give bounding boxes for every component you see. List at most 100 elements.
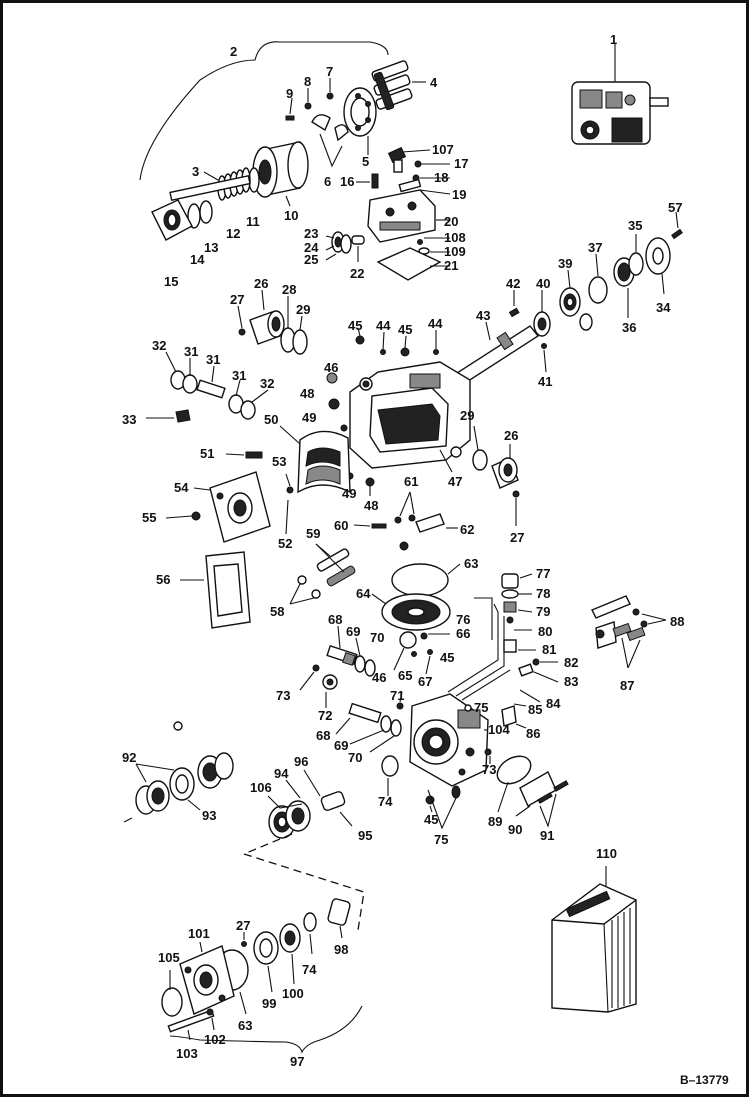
part-42-key	[508, 307, 520, 318]
callout-73a: 73	[276, 688, 290, 703]
callout-64: 64	[356, 586, 371, 601]
part-108-ball	[417, 239, 423, 245]
callout-78: 78	[536, 586, 550, 601]
callout-7: 7	[326, 64, 333, 79]
part-10-cylinder-block	[252, 141, 309, 207]
callout-17: 17	[454, 156, 468, 171]
callout-2: 2	[230, 44, 237, 59]
callout-27c: 27	[236, 918, 250, 933]
part-83-plug	[518, 663, 534, 677]
callout-62: 62	[460, 522, 474, 537]
callout-88: 88	[670, 614, 684, 629]
part-91-bolt-a	[537, 792, 553, 804]
part-106-bearing	[268, 800, 311, 839]
part-45-plug-b	[400, 347, 410, 357]
part-55-plug	[191, 511, 201, 521]
part-71-pin	[396, 702, 404, 710]
callout-26b: 26	[504, 428, 518, 443]
callout-63a: 63	[464, 556, 478, 571]
callout-4: 4	[430, 75, 438, 90]
callout-97: 97	[290, 1054, 304, 1069]
callout-109: 109	[444, 244, 466, 259]
part-33-plug	[175, 409, 191, 423]
part-95-bushing	[320, 791, 346, 811]
callout-89: 89	[488, 814, 502, 829]
part-92-pin	[173, 721, 183, 731]
callout-95: 95	[358, 828, 372, 843]
callout-94: 94	[274, 766, 289, 781]
callout-48b: 48	[364, 498, 378, 513]
part-57-screw	[671, 228, 683, 240]
part-101-cover	[179, 941, 235, 1015]
part-29-ring	[292, 329, 308, 355]
leader-76	[474, 597, 493, 640]
callout-49b: 49	[342, 486, 356, 501]
callout-43: 43	[476, 308, 490, 323]
part-98-bushing	[327, 898, 351, 926]
callout-24: 24	[304, 240, 319, 255]
part-82-pin	[532, 658, 540, 666]
part-27-bolt-c	[241, 941, 247, 947]
callout-65: 65	[398, 668, 412, 683]
callout-21: 21	[444, 258, 458, 273]
part-44-ball-a	[380, 349, 386, 355]
leader-75	[427, 789, 457, 830]
part-89-gasket	[496, 755, 532, 785]
part-68-relief-valve-b	[335, 702, 402, 753]
callout-104: 104	[488, 722, 510, 737]
callout-54: 54	[174, 480, 189, 495]
leader-6	[319, 133, 343, 168]
callout-16: 16	[340, 174, 354, 189]
callout-87: 87	[620, 678, 634, 693]
callout-100: 100	[282, 986, 304, 1001]
callout-107: 107	[432, 142, 454, 157]
part-107-valve	[387, 146, 431, 173]
part-56-gasket	[180, 551, 251, 629]
callout-66: 66	[456, 626, 470, 641]
callout-79: 79	[536, 604, 550, 619]
part-63-oring	[391, 563, 449, 597]
callout-25: 25	[304, 252, 318, 267]
callout-30: 31	[206, 352, 220, 367]
part-61-pin-b	[408, 514, 416, 522]
callout-70a: 70	[370, 630, 384, 645]
callout-18: 18	[434, 170, 448, 185]
part-75-plug-a	[464, 704, 472, 712]
callout-73b: 73	[482, 762, 496, 777]
callout-3: 3	[192, 164, 199, 179]
callout-58: 58	[270, 604, 284, 619]
part-60-nut	[399, 541, 409, 551]
callout-84: 84	[546, 696, 561, 711]
part-69-oring-a	[354, 655, 366, 673]
part-67-pin	[427, 649, 433, 655]
part-60-pin	[371, 523, 387, 529]
part-8-pin	[304, 102, 312, 110]
callout-11: 11	[246, 214, 260, 229]
callout-10: 10	[284, 208, 298, 223]
part-32-ring-b	[240, 400, 256, 420]
callout-91: 91	[540, 828, 554, 843]
callout-41: 41	[538, 374, 552, 389]
part-14-ring	[187, 203, 201, 229]
part-41-pin	[541, 343, 547, 349]
part-7-pin	[326, 92, 334, 100]
callout-81: 81	[542, 642, 556, 657]
callout-1: 1	[610, 32, 617, 47]
callout-45d: 45	[424, 812, 438, 827]
callout-35: 35	[628, 218, 642, 233]
part-21-gasket	[376, 247, 442, 281]
callout-98: 98	[334, 942, 348, 957]
part-73-ball-a	[312, 664, 320, 672]
bracket-2	[139, 41, 389, 181]
callout-110: 110	[596, 846, 617, 861]
part-24-seal	[340, 234, 352, 254]
part-87-valve-assembly	[591, 595, 667, 669]
callout-77: 77	[536, 566, 550, 581]
callout-74b: 74	[302, 962, 317, 977]
part-35-ring	[628, 252, 644, 276]
part-46-plug	[326, 372, 338, 384]
part-105-seal	[161, 987, 183, 1017]
callout-69b: 69	[334, 738, 348, 753]
